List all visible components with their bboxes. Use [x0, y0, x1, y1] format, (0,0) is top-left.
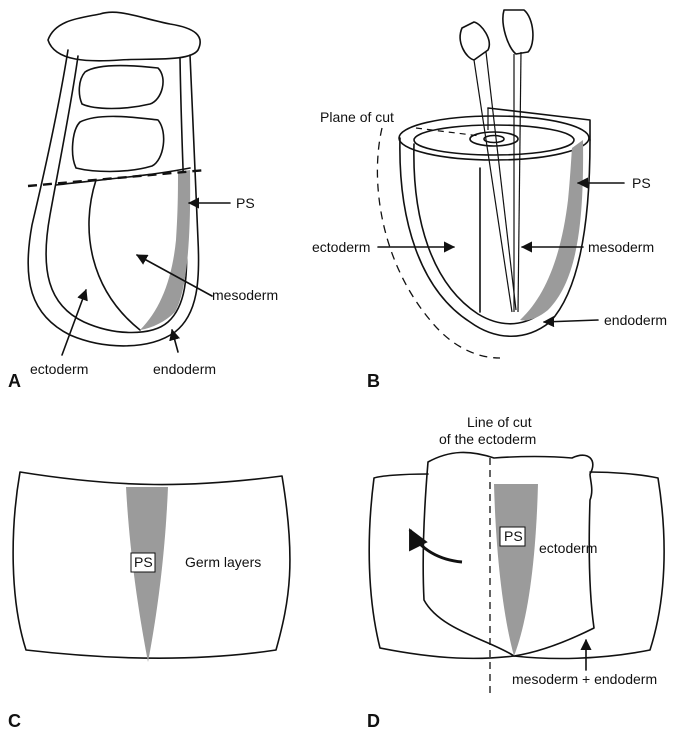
ps-label-b: PS [632, 175, 651, 191]
panel-b: Plane of cut PS ectoderm mesoderm endode… [312, 9, 667, 391]
ectoderm-label-b: ectoderm [312, 239, 370, 255]
line-of-cut-label-2: of the ectoderm [439, 431, 536, 447]
mesoderm-endoderm-label: mesoderm + endoderm [512, 671, 657, 687]
endoderm-label-b: endoderm [604, 312, 667, 328]
endoderm-label-a: endoderm [153, 361, 216, 377]
germ-layers-label: Germ layers [185, 554, 261, 570]
line-of-cut-label-1: Line of cut [467, 414, 532, 430]
primitive-streak-a [140, 170, 191, 330]
exocoelom-cavity [78, 64, 164, 110]
ps-box-c [130, 552, 156, 573]
primitive-streak-d [494, 484, 538, 656]
arrow-ectoderm-a [61, 288, 88, 356]
knife-right [502, 9, 534, 55]
panel-d: PS ectoderm Line of cut of the ectoderm … [367, 414, 665, 731]
mesoderm-label-a: mesoderm [212, 287, 278, 303]
mesoderm-label-b: mesoderm [588, 239, 654, 255]
ps-label-c: PS [134, 554, 153, 570]
panel-letter-a: A [8, 371, 21, 391]
ectoderm-flap [422, 451, 595, 657]
ectoplacental-cone [47, 11, 201, 62]
amniotic-cavity [71, 115, 165, 173]
knife-left-blade-2 [485, 51, 517, 311]
primitive-streak-c [126, 487, 168, 662]
ectoderm-label-d: ectoderm [539, 540, 597, 556]
flattened-germ-layers [12, 471, 291, 660]
cut-slab [487, 107, 591, 141]
panel-a: PS mesoderm ectoderm endoderm A [8, 11, 278, 391]
ps-box-d [499, 526, 526, 547]
ps-label-a: PS [236, 195, 255, 211]
knife-left-blade-1 [473, 59, 513, 313]
panel-c: PS Germ layers C [8, 471, 291, 731]
ps-label-d: PS [504, 528, 523, 544]
knife-right-blade-2 [517, 51, 522, 313]
knife-left [459, 21, 490, 61]
arrow-mesoderm-a [136, 254, 213, 297]
arrow-endoderm-b [542, 316, 599, 328]
egg-cylinder-outer [27, 49, 200, 347]
panel-letter-d: D [367, 711, 380, 731]
plane-of-cut-dashed [376, 127, 501, 359]
rim-center-outer [469, 131, 519, 147]
ectoderm-label-a: ectoderm [30, 361, 88, 377]
panel-letter-c: C [8, 711, 21, 731]
rim-inner [413, 124, 575, 156]
primitive-streak-b [520, 140, 584, 321]
ectoderm-mesoderm-boundary [88, 179, 141, 331]
cup-outer [399, 137, 591, 338]
rim-outer [398, 115, 590, 161]
arrow-endoderm-a [169, 328, 181, 353]
rim-center-inner [483, 134, 505, 144]
panel-letter-b: B [367, 371, 380, 391]
fold-arrow [408, 528, 463, 564]
plane-of-cut-label: Plane of cut [320, 109, 394, 125]
